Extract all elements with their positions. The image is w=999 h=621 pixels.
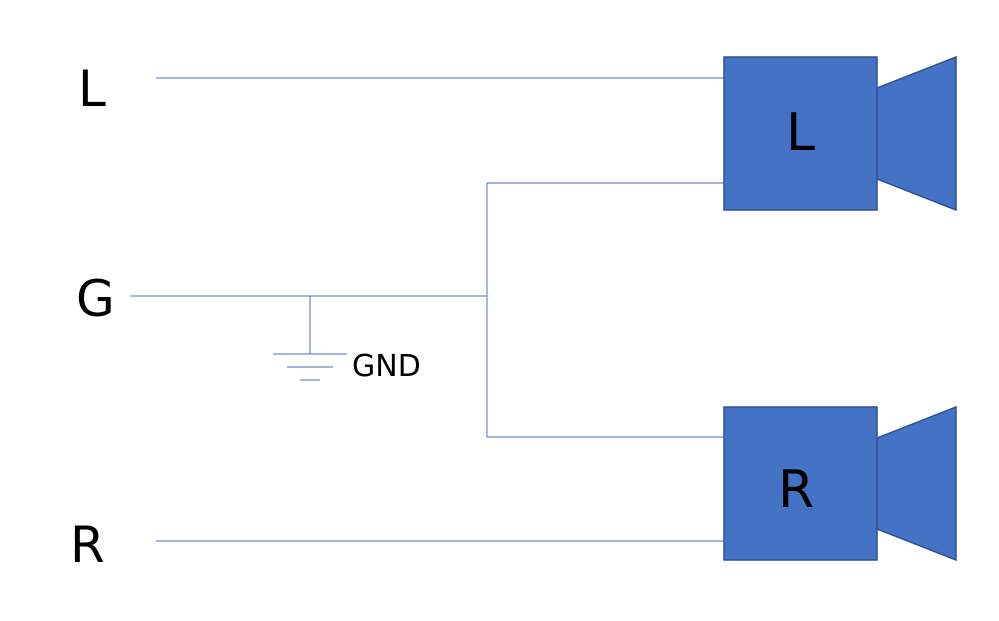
speaker-right-label: R <box>778 460 814 520</box>
terminal-label-ground: G <box>76 270 115 328</box>
ground-symbol-icon <box>273 296 347 381</box>
ground-label: GND <box>352 349 421 384</box>
terminal-label-left: L <box>78 60 106 118</box>
speaker-right: R <box>723 405 957 562</box>
speaker-left-label: L <box>786 103 815 163</box>
speaker-right-body <box>723 406 878 561</box>
speaker-right-cone-icon <box>876 405 957 562</box>
terminal-label-right: R <box>70 516 105 574</box>
speaker-left: L <box>723 55 957 212</box>
speaker-left-cone-icon <box>876 55 957 212</box>
